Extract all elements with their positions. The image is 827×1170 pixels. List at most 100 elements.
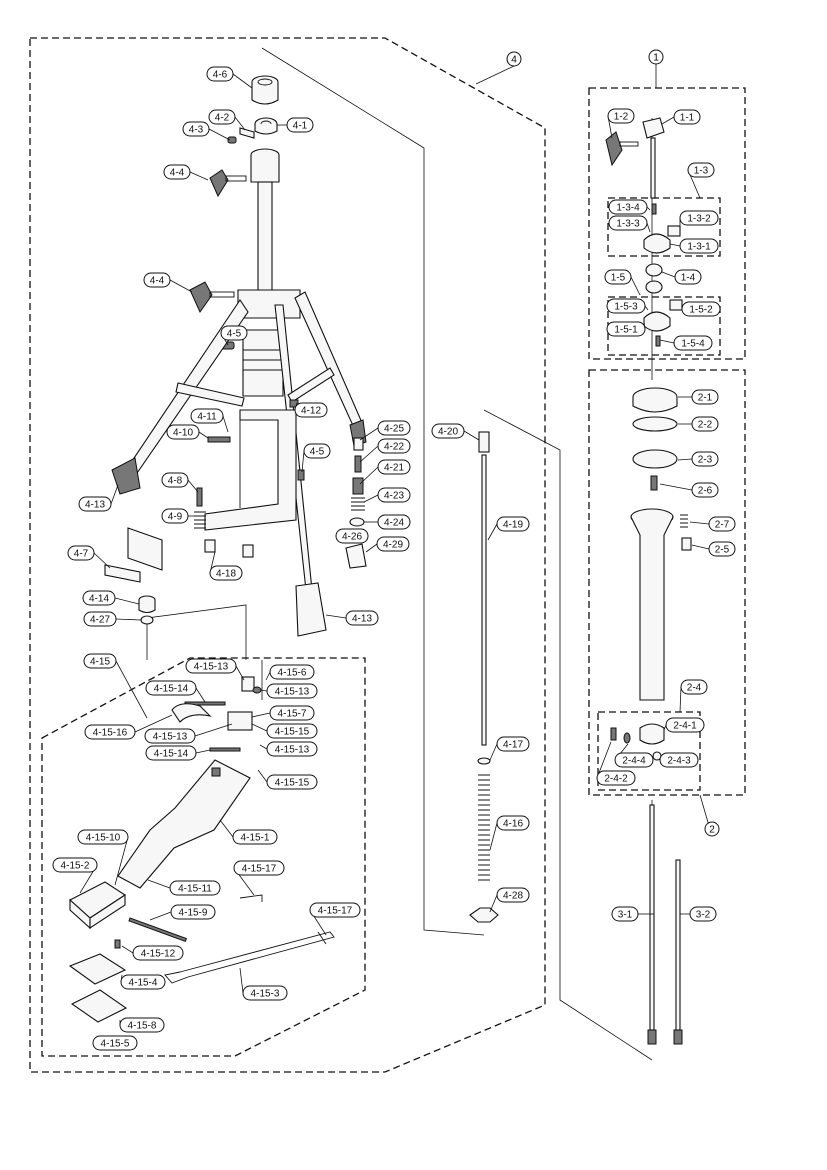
- part-label-pill: [708, 541, 736, 557]
- group-1-boundary: [588, 87, 746, 360]
- part-label-pill: [170, 904, 216, 920]
- part-4-28-wingnut: [469, 907, 499, 923]
- part-label: 4-11: [190, 408, 224, 424]
- part-label-pill: [691, 451, 719, 467]
- part-label: 4-15-15: [266, 723, 318, 739]
- part-label-text: 2-4-3: [667, 756, 691, 767]
- part-label-text: 1-3-2: [687, 214, 711, 225]
- part-label-text: 4-10: [173, 428, 193, 439]
- leader-line: [115, 618, 142, 621]
- part-2-6-screw: [650, 475, 658, 491]
- part-label: 4-7: [67, 545, 95, 561]
- tripod-head: [237, 289, 301, 397]
- part-label-pill: [607, 108, 635, 124]
- part-label: 2-7: [708, 516, 736, 532]
- group-marker-text: 2: [709, 825, 715, 836]
- part-4-15-1-footboard: [117, 759, 251, 889]
- part-label: 2-3: [691, 451, 719, 467]
- part-label-pill: [242, 985, 288, 1001]
- part-label-pill: [52, 857, 98, 873]
- leader-line: [234, 116, 246, 131]
- part-label: 2-5: [708, 541, 736, 557]
- leader-line: [659, 483, 693, 491]
- part-label: 4-8: [161, 472, 189, 488]
- part-label-pill: [665, 717, 705, 733]
- part-label-pill: [303, 443, 331, 459]
- part-label-pill: [679, 238, 719, 254]
- part-label-text: 4-15-13: [194, 662, 229, 673]
- part-label-text: 4-13: [85, 500, 105, 511]
- leader-line: [259, 744, 268, 750]
- part-3-2-rod: [675, 859, 681, 1031]
- part-label-pill: [345, 610, 379, 626]
- part-4-14-roller: [138, 595, 156, 614]
- part-label-text: 4-11: [197, 412, 217, 423]
- part-4-10-bolt: [207, 436, 231, 443]
- part-label-text: 4-15-7: [278, 709, 307, 720]
- part-label-text: 4-20: [438, 427, 458, 438]
- part-4-3-screw: [227, 136, 237, 144]
- part-label-pill: [143, 272, 171, 288]
- part-label-pill: [679, 210, 719, 226]
- leader-line: [114, 597, 140, 605]
- part-label: 2-2: [691, 416, 719, 432]
- part-4-2-clip: [239, 127, 255, 139]
- leader-line: [365, 543, 378, 553]
- part-label-text: 4-15-4: [129, 978, 158, 989]
- part-label-text: 4-15-9: [179, 908, 208, 919]
- spring-stack: [345, 437, 367, 569]
- part-label-text: 4-18: [216, 569, 236, 580]
- part-label: 4-21: [377, 459, 411, 475]
- part-label: 4-15-17: [309, 902, 361, 918]
- part-label: 4-23: [377, 487, 411, 503]
- part-label: 1-3-1: [679, 238, 719, 254]
- leader-line: [359, 466, 379, 485]
- part-label-text: 1-3: [694, 166, 709, 177]
- leader-line: [232, 73, 253, 89]
- part-label-text: 4-14: [89, 594, 109, 605]
- part-label: 4-26: [335, 528, 369, 544]
- part-label-text: 4-1: [293, 121, 308, 132]
- part-2-7-spring: [680, 514, 688, 528]
- part-label: 4-15-1: [232, 829, 278, 845]
- leader-line: [596, 741, 612, 779]
- part-4-4-wingbolt-lower: [189, 281, 235, 314]
- leader-line: [114, 836, 129, 886]
- part-label: 1-3-4: [608, 199, 648, 215]
- leader-line: [251, 712, 271, 718]
- part-label-text: 2-4-1: [673, 721, 697, 732]
- leader-line: [325, 614, 347, 619]
- part-label: 4-24: [377, 514, 411, 530]
- leader-line: [463, 430, 480, 441]
- leader-line: [661, 116, 675, 125]
- leader-line: [646, 222, 651, 233]
- part-label-pill: [286, 117, 314, 133]
- part-label-pill: [161, 472, 189, 488]
- leader-line: [260, 689, 268, 692]
- leader-line: [489, 894, 498, 913]
- part-label: 4-15-15: [266, 774, 318, 790]
- part-label-pill: [269, 705, 315, 721]
- part-label-text: 4-15-1: [241, 833, 270, 844]
- group-4-boundary: [29, 37, 546, 1073]
- part-label: 1-3-3: [608, 215, 648, 231]
- part-4-5-bolt-2: [297, 469, 305, 481]
- part-label-pill: [680, 679, 708, 695]
- part-label-text: 4-17: [503, 740, 523, 751]
- part-label-text: 4-15-14: [154, 684, 189, 695]
- part-label: 3-2: [689, 906, 717, 922]
- part-label: 2-4-1: [665, 717, 705, 733]
- part-label-text: 4-15-16: [93, 728, 128, 739]
- part-4-20-tip: [478, 431, 490, 453]
- part-label-pill: [687, 162, 715, 178]
- leader-line: [115, 660, 148, 719]
- part-label-text: 2-2: [698, 420, 713, 431]
- leader-line: [149, 911, 172, 921]
- part-label-text: 2-4-2: [604, 774, 628, 785]
- part-label-pill: [606, 321, 646, 337]
- part-label-text: 4-7: [74, 549, 89, 560]
- part-label-text: 4-15-8: [128, 1021, 157, 1032]
- part-label-text: 3-1: [618, 910, 633, 921]
- part-label-pill: [119, 1017, 165, 1033]
- part-label: 4-15-3: [242, 985, 288, 1001]
